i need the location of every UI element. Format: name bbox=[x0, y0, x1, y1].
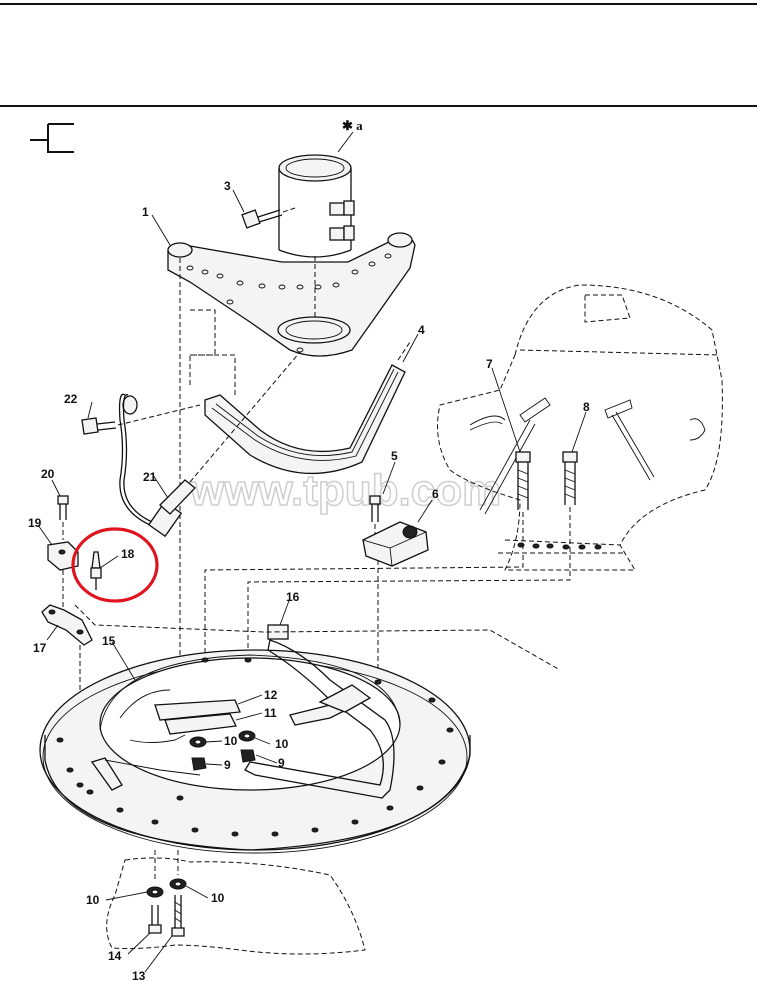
support-bracket-assembly bbox=[167, 154, 416, 800]
callout-11: 11 bbox=[264, 706, 277, 720]
callout-16: 16 bbox=[286, 590, 300, 604]
callout-10-bottom-left: 10 bbox=[86, 893, 100, 907]
watermark: www.tpub.com bbox=[189, 466, 501, 515]
bracket-holes bbox=[186, 253, 392, 353]
callout-9-right: 9 bbox=[278, 756, 285, 770]
callout-4: 4 bbox=[418, 323, 425, 337]
bolt-7 bbox=[515, 451, 531, 550]
lower-detail bbox=[106, 850, 366, 955]
bracket-17 bbox=[41, 604, 93, 790]
reference-mark: ✱ a bbox=[342, 118, 363, 133]
callout-15: 15 bbox=[102, 634, 116, 648]
locator-symbol bbox=[30, 123, 74, 153]
pin-18 bbox=[90, 551, 102, 590]
nut-9-left bbox=[191, 757, 207, 771]
callout-9-left: 9 bbox=[224, 758, 231, 772]
callout-10-bottom-right: 10 bbox=[211, 891, 225, 905]
nut-10-left bbox=[189, 736, 207, 748]
callout-21: 21 bbox=[143, 470, 157, 484]
callout-8: 8 bbox=[583, 400, 590, 414]
mount-block-6 bbox=[362, 521, 429, 680]
mounting-ring-15 bbox=[39, 639, 471, 854]
callout-10-right: 10 bbox=[275, 737, 289, 751]
callout-20: 20 bbox=[41, 467, 55, 481]
callout-13: 13 bbox=[132, 969, 146, 981]
callout-1: 1 bbox=[142, 205, 149, 219]
callout-18: 18 bbox=[121, 547, 135, 561]
callout-5: 5 bbox=[391, 449, 398, 463]
bolt-8 bbox=[562, 451, 578, 552]
leader-lines bbox=[37, 131, 587, 973]
callout-22: 22 bbox=[64, 392, 78, 406]
callout-6: 6 bbox=[432, 487, 439, 501]
seal-strip-4 bbox=[204, 341, 411, 475]
clip-19 bbox=[47, 541, 79, 608]
bolt-14 bbox=[148, 905, 162, 934]
screw-5 bbox=[369, 495, 381, 540]
callout-7: 7 bbox=[486, 357, 493, 371]
screw-20 bbox=[57, 495, 69, 540]
rail-16 bbox=[74, 604, 561, 671]
hull-cutaway bbox=[437, 284, 723, 571]
callout-10-left: 10 bbox=[224, 734, 238, 748]
bolt-3 bbox=[241, 207, 296, 229]
nut-10-right bbox=[238, 730, 256, 742]
highlight-circle bbox=[71, 527, 159, 603]
callout-14: 14 bbox=[108, 949, 122, 963]
callout-19: 19 bbox=[28, 516, 42, 530]
bolt-13 bbox=[171, 895, 185, 937]
callout-12: 12 bbox=[264, 688, 278, 702]
nut-9-right bbox=[240, 749, 256, 763]
callout-17: 17 bbox=[33, 641, 47, 655]
callout-3: 3 bbox=[224, 179, 231, 193]
cable-assembly bbox=[81, 351, 301, 538]
